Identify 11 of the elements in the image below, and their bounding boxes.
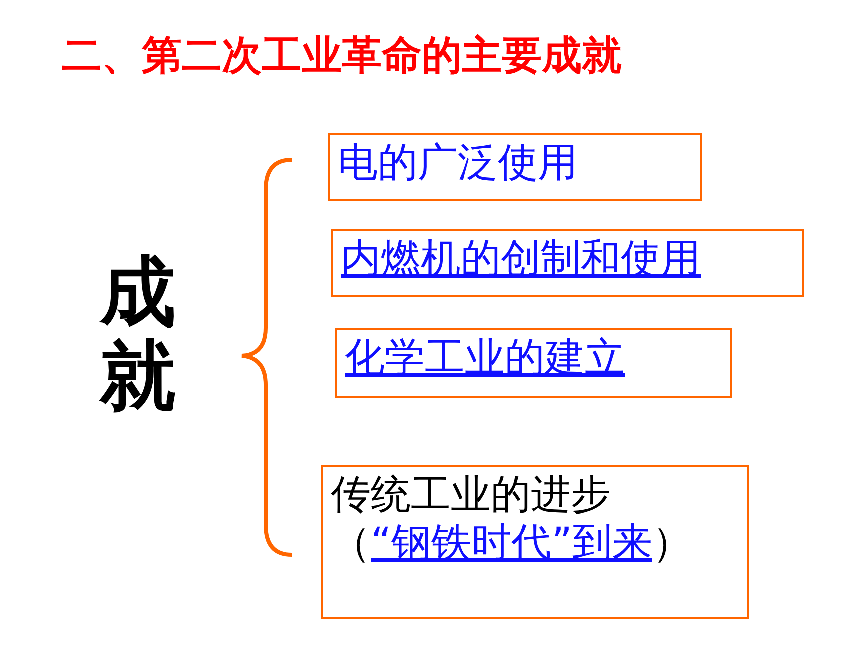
item-note: （“钢铁时代”到来） — [331, 520, 692, 566]
achievement-box — [328, 133, 702, 201]
item-text: 电的广泛使用 — [338, 140, 578, 186]
item-link: 化学工业的建立 — [345, 335, 625, 381]
item-heading: 传统工业的进步 — [331, 471, 612, 519]
title: 二、第二次工业革命的主要成就 — [62, 32, 622, 81]
side-label: 成就 — [100, 250, 176, 418]
achievement-box — [335, 328, 732, 398]
item-link: 内燃机的创制和使用 — [341, 236, 701, 282]
achievement-box — [331, 229, 804, 297]
achievement-box — [321, 465, 749, 619]
